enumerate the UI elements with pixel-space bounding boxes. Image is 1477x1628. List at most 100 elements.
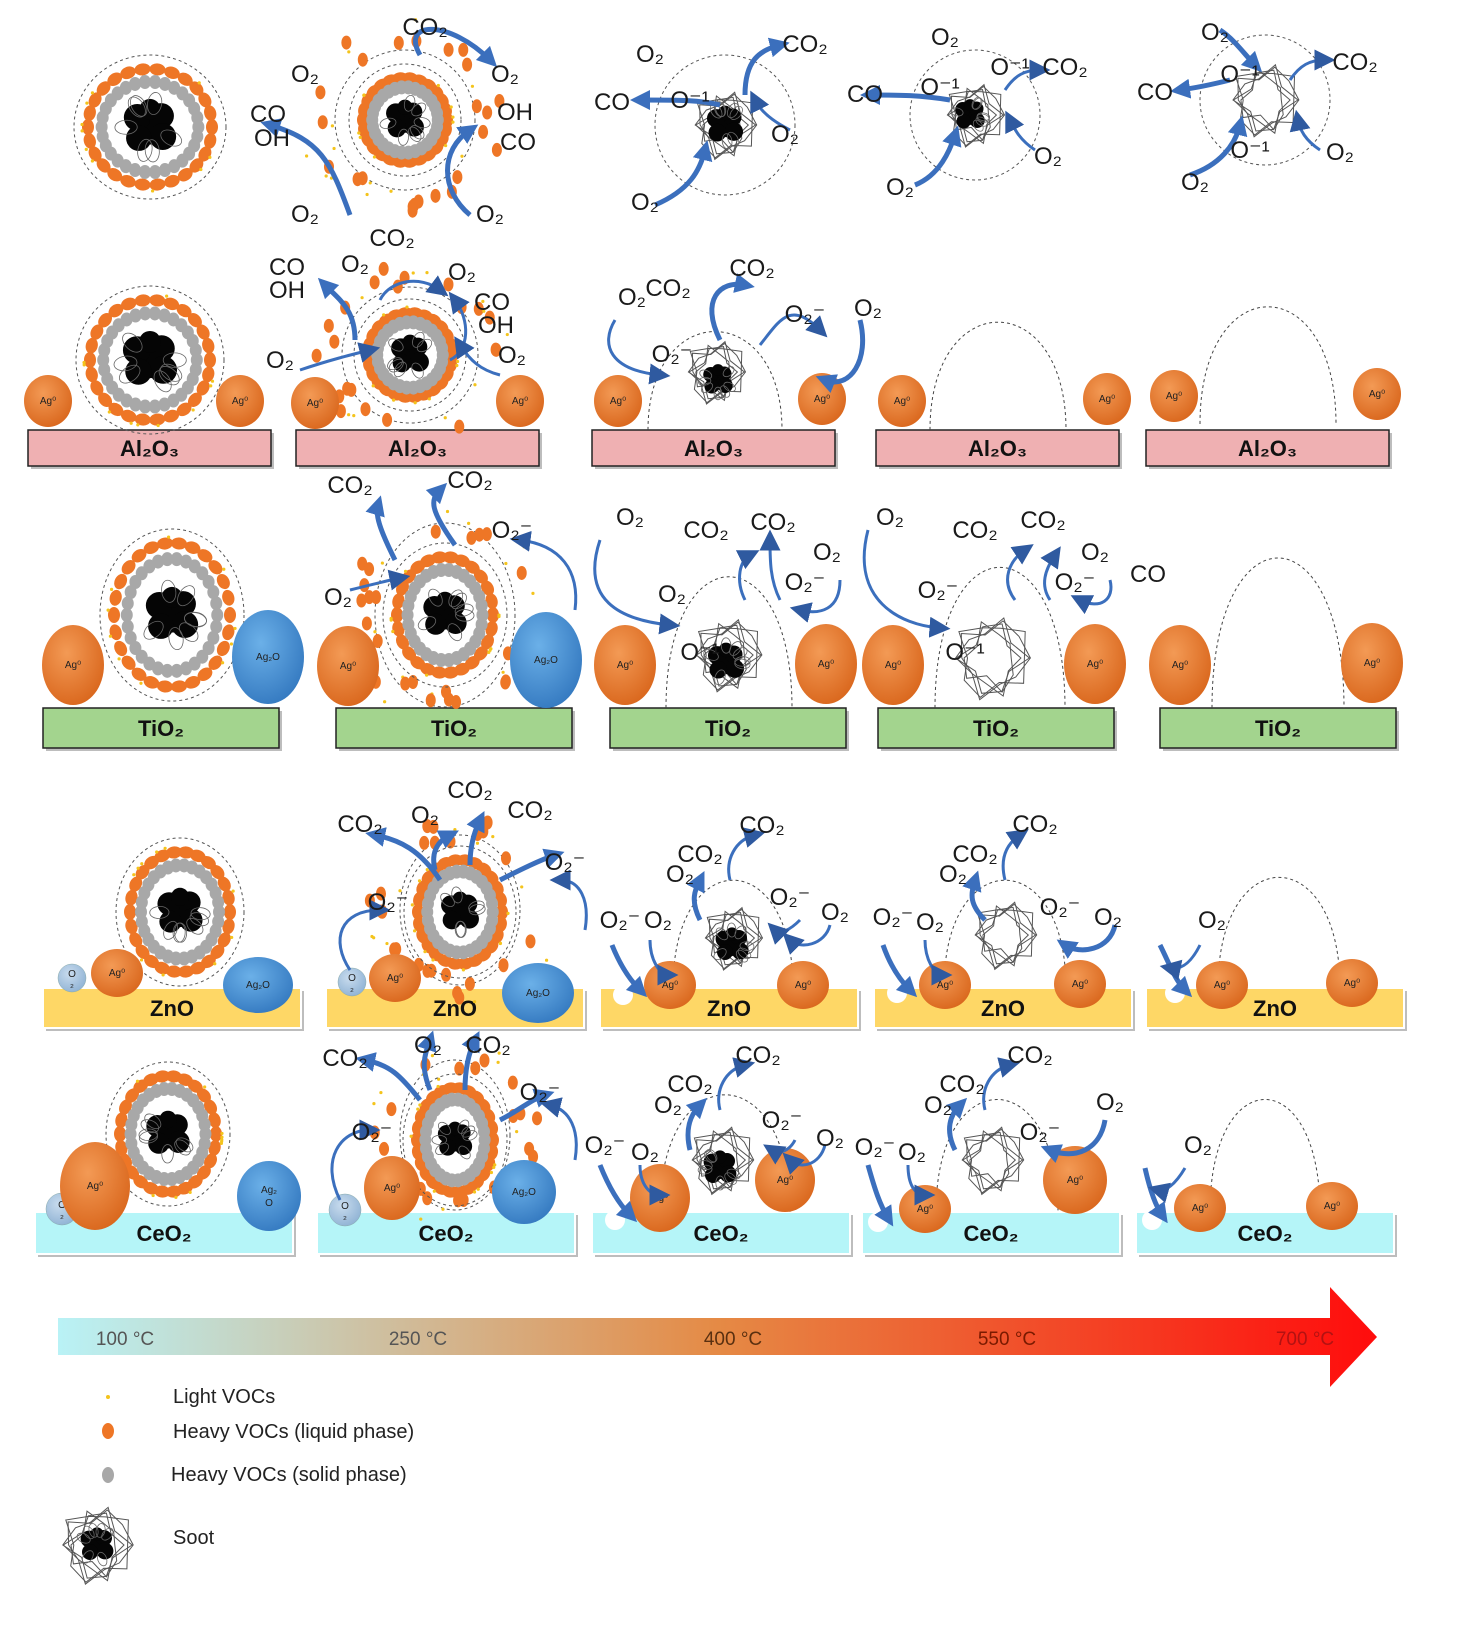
soot-shell [974,901,1038,971]
o2: O₂ [618,284,646,311]
heavy-voc-liquid [129,932,143,948]
heavy-voc-liquid [411,904,425,921]
support-label: Al₂O₃ [1238,436,1297,461]
heavy-voc-liquid [481,634,494,650]
particle-outline [341,286,479,424]
o2: O₂ [813,539,841,566]
heavy-voc-liquid [196,380,210,396]
light-voc [411,271,415,275]
graphite-layer [729,105,743,120]
legend-label: Heavy VOCs (liquid phase) [173,1421,414,1443]
o2: O₂ [448,259,476,286]
graphite-layer [963,621,1014,693]
o2: O₂ [1034,143,1062,170]
soot-core [114,92,183,163]
soot-blob [439,1138,457,1156]
reaction-arrow [862,529,951,638]
heavy-voc-solid [138,75,151,90]
light-voc [436,1084,440,1089]
o2: O₂ [1094,904,1122,931]
co: CO [500,129,536,156]
support-3: CeO₂ [1135,1211,1397,1257]
reaction-arrow [349,569,411,592]
graphite-layer [721,133,733,150]
light-voc [425,673,429,677]
light-voc [413,929,417,933]
light-voc [203,1085,207,1089]
heavy-voc-liquid [210,1126,222,1142]
support-label: ZnO [150,996,194,1021]
reaction-arrow [758,313,828,346]
light-voc [455,359,460,364]
heavy-voc-liquid [498,958,509,973]
heavy-voc-liquid [532,1111,543,1126]
graphite-layer [713,386,723,401]
graphite-layer [186,917,204,935]
co: CO [1130,561,1166,588]
graphite-layer [95,1523,106,1538]
support-label: Al₂O₃ [968,436,1027,461]
heavy-voc-liquid [107,607,121,624]
o2: O₂ [631,189,659,216]
ag-oxide-label: Ag₂O [526,988,550,999]
support-0: Al₂O₃ [1145,429,1392,469]
particle-outline [115,837,245,987]
support-label: TiO₂ [1255,716,1301,741]
graphite-layer [122,332,143,353]
light-voc [398,889,402,893]
reaction-arrow [630,90,721,111]
graphite-layer [113,355,138,372]
oh: OH [478,312,514,339]
graphite-layer [727,131,740,147]
particle-outline [934,567,1066,709]
graphite-layer [950,107,964,117]
reaction-arrow [1147,1167,1187,1203]
heavy-voc-liquid [96,158,111,173]
graphite-layer [972,119,984,132]
reaction-arrow [685,1097,708,1151]
support-1: TiO₂ [609,707,849,751]
heavy-voc-liquid [166,846,182,859]
temperature-label: 100 °C [96,1329,154,1350]
heavy-voc-liquid [473,301,484,316]
support-label: TiO₂ [138,716,184,741]
graphite-layer [416,338,433,353]
light-voc [505,332,509,337]
o2: O₂ [291,61,319,88]
reaction-arrow [906,1164,936,1206]
soot-core [431,1119,478,1160]
soot-blob [425,613,447,635]
heavy-voc-solid [191,110,204,125]
light-voc [362,93,366,97]
light-voc [199,167,203,172]
reaction-arrow [913,125,962,188]
heavy-voc-liquid [464,976,475,991]
reaction-arrow [709,273,755,342]
ag-metal-particle [1326,959,1378,1007]
light-voc [419,1217,423,1221]
legend-heavy-voc-liquid-icon [102,1423,114,1439]
co2: CO₂ [729,255,774,282]
o2: O₂ [476,201,504,228]
heavy-voc-liquid [90,380,104,396]
reaction-arrow [782,924,832,955]
legend-light-voc-icon [106,1395,110,1399]
heavy-voc-solid [431,106,444,121]
soot-blob [719,1165,737,1183]
light-voc [461,968,466,972]
heavy-voc-liquid [500,851,511,866]
o2: O₂ [644,907,672,934]
vacancy-label: O [341,1201,349,1212]
reaction-arrow [982,1057,1021,1111]
graphite-layer [144,139,160,163]
heavy-voc-liquid [410,1132,424,1149]
heavy-voc-liquid [187,313,202,328]
ag-metal-label: Ag⁰ [937,980,953,991]
light-voc [358,135,362,139]
support-label: Al₂O₃ [120,436,179,461]
heavy-voc-liquid [176,303,192,318]
superoxide: O₂⁻ [585,1132,626,1159]
light-voc [489,1170,494,1175]
graphite-layer [428,588,443,607]
heavy-voc-liquid [208,1139,221,1156]
